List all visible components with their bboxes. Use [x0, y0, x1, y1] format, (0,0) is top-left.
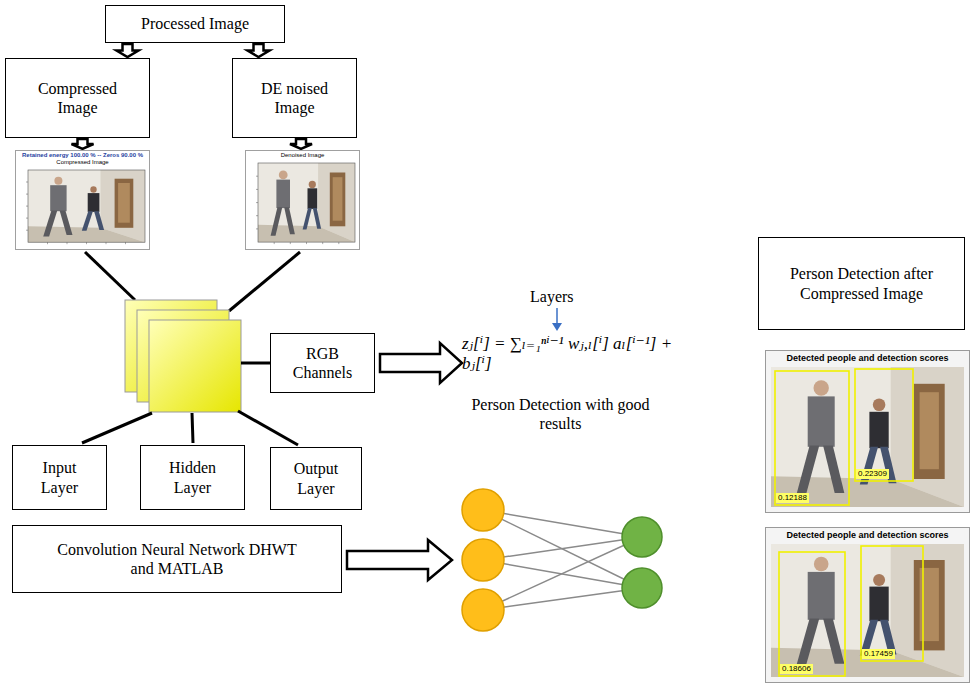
process-box: Compressed Image [5, 58, 150, 138]
box-text: Input Layer [29, 458, 91, 496]
image-thumbnail: Retained energy 100.00 % -- Zeros 90.00 … [15, 150, 150, 250]
output-neuron [622, 517, 662, 557]
formula: zⱼ[ⁱ] = ∑ₗ₌₁ⁿⁱ⁻¹ wⱼ,ₗ[ⁱ] aₗ[ⁱ⁻¹] + bⱼ[ⁱ] [462, 334, 677, 375]
hollow-arrow [347, 540, 452, 580]
detection-panel: Detected people and detection scores 0.18… [765, 527, 970, 683]
process-box: Person Detection after Compressed Image [758, 237, 965, 330]
result-note: Person Detection with good results [468, 395, 653, 433]
image-title: Denoised Image [248, 152, 357, 159]
photo-illustration [246, 161, 359, 249]
photo-illustration [16, 168, 149, 249]
callout-label: Layers [530, 287, 610, 306]
panel-title: Detected people and detection scores [766, 530, 969, 541]
detection-score: 0.18606 [780, 664, 813, 674]
link-line [241, 362, 270, 365]
box-text: Person Detection after Compressed Image [787, 264, 937, 302]
image-title: Retained energy 100.00 % -- Zeros 90.00 … [18, 152, 147, 159]
process-box: RGB Channels [270, 333, 375, 393]
box-text: RGB Channels [283, 344, 363, 382]
process-box: Processed Image [105, 5, 285, 43]
link-line [192, 413, 193, 443]
input-neuron [462, 539, 504, 581]
box-text: Processed Image [141, 14, 249, 33]
detection-panel: Detected people and detection scores 0.12… [765, 350, 970, 513]
layer-box: Output Layer [270, 447, 362, 510]
image-thumbnail: Denoised Image [245, 150, 360, 250]
input-neuron [462, 489, 504, 531]
image-title: Compressed Image [18, 159, 147, 166]
detection-score: 0.17459 [862, 649, 895, 659]
link-line [82, 413, 152, 443]
network-links [483, 510, 642, 610]
output-neuron [622, 568, 662, 608]
thumbnail-title: Denoised Image [246, 151, 359, 159]
flow-arrow [248, 44, 270, 57]
layer-box: Input Layer [12, 445, 107, 510]
detection-score: 0.22309 [856, 469, 889, 479]
box-text: Compressed Image [23, 79, 133, 117]
link-line [238, 411, 298, 445]
layer-box: Hidden Layer [140, 445, 245, 510]
box-text: DE noised Image [250, 79, 340, 117]
detection-photo [766, 351, 969, 512]
thumbnail-title: Retained energy 100.00 % -- Zeros 90.00 … [16, 151, 149, 166]
hollow-arrow [380, 343, 462, 383]
layer-square [149, 320, 241, 412]
box-text: Hidden Layer [162, 458, 224, 496]
pointer-line [556, 308, 558, 324]
input-neuron [462, 589, 504, 631]
box-text: Output Layer [285, 459, 347, 497]
link-line [229, 252, 300, 311]
box-text: Convolution Neural Network DHWT and MATL… [57, 540, 297, 578]
link-line [85, 252, 135, 300]
process-box: DE noised Image [232, 58, 357, 138]
panel-title: Detected people and detection scores [766, 353, 969, 364]
pointer-head [552, 323, 562, 331]
flow-arrow [117, 44, 139, 57]
flow-arrow [72, 139, 94, 149]
detection-score: 0.12188 [776, 493, 809, 503]
flow-arrow [290, 139, 312, 149]
process-box: Convolution Neural Network DHWT and MATL… [12, 525, 342, 593]
